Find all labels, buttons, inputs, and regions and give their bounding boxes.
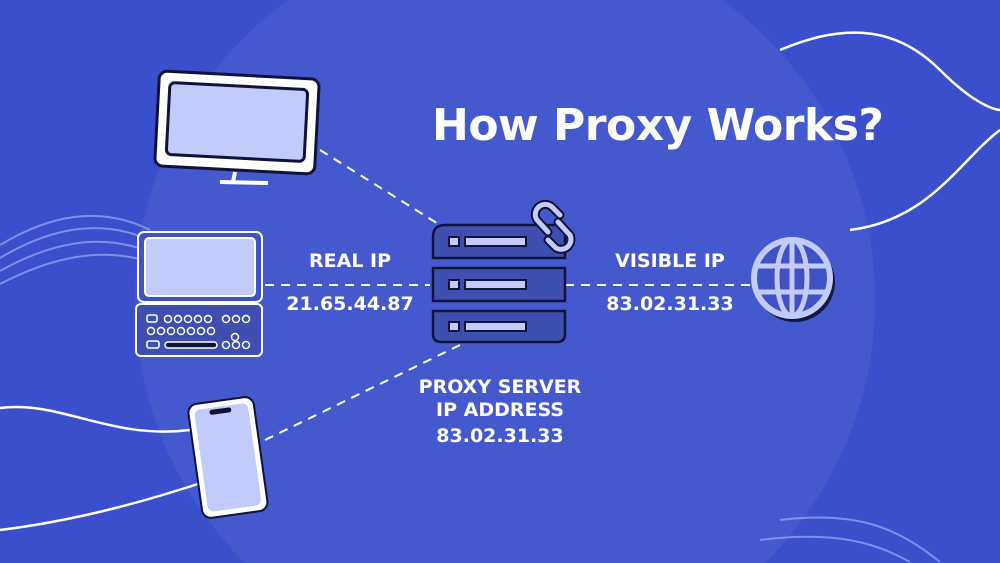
visible-ip-label: VISIBLE IP (615, 250, 725, 272)
page-title: How Proxy Works? (432, 100, 884, 151)
globe-icon (751, 237, 835, 322)
decorative-lines-left (0, 214, 941, 563)
link-icon (530, 199, 576, 254)
proxy-server-label: PROXY SERVER IP ADDRESS 83.02.31.33 (400, 376, 600, 448)
proxy-ip-value: 83.02.31.33 (436, 425, 564, 447)
phone-icon (187, 396, 269, 519)
proxy-label-line1: PROXY SERVER (418, 376, 582, 398)
monitor-icon (153, 69, 321, 185)
laptop-icon (135, 231, 263, 357)
real-ip-label: REAL IP (308, 250, 392, 272)
visible-ip-value: 83.02.31.33 (606, 293, 734, 315)
server-icon (431, 223, 567, 344)
connection-lines (264, 149, 755, 441)
decorative-waves (0, 31, 1000, 532)
proxy-label-line2: IP ADDRESS (436, 399, 564, 421)
real-ip-value: 21.65.44.87 (286, 293, 414, 315)
